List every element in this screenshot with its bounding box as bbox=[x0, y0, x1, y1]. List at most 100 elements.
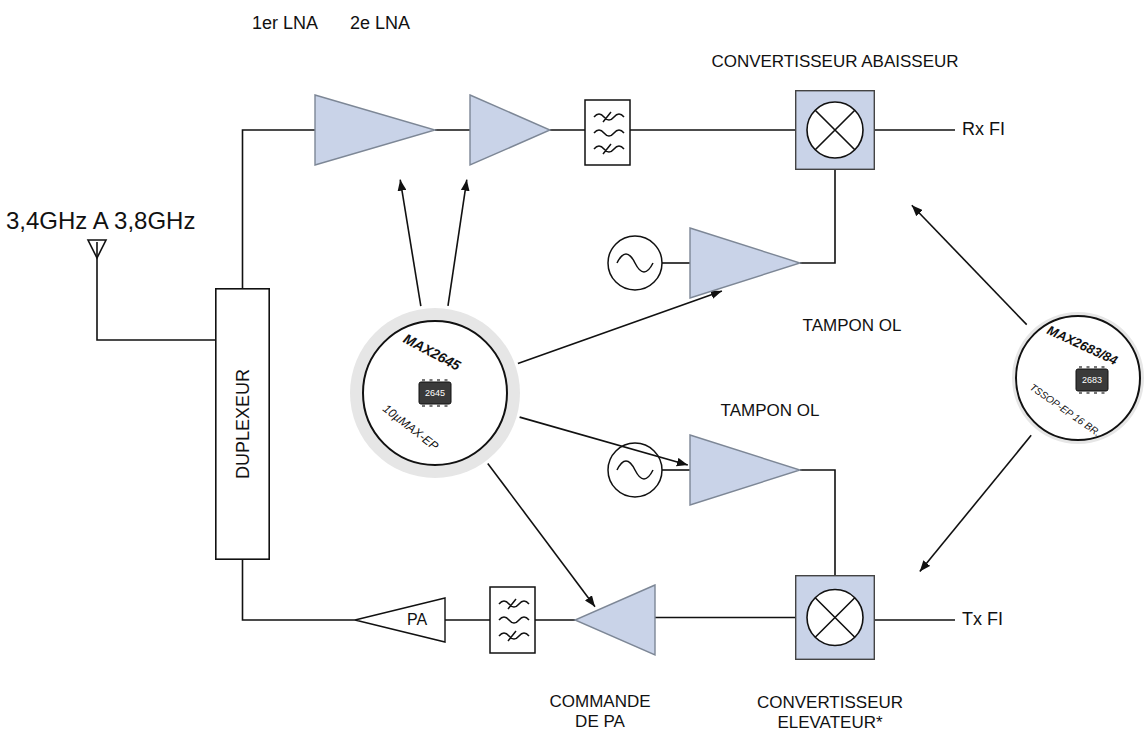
node-label: 2e LNA bbox=[350, 13, 410, 34]
control-arrow bbox=[488, 463, 595, 606]
ic-badge: MAX2645264510µMAX-EP bbox=[350, 308, 520, 478]
node-label: 1er LNA bbox=[252, 13, 318, 34]
chip-icon bbox=[419, 382, 451, 404]
control-arrow bbox=[400, 180, 421, 306]
node-label: COMMANDE DE PA bbox=[540, 692, 660, 731]
mixer-box-outline bbox=[795, 90, 875, 170]
filter-symbol bbox=[490, 587, 535, 653]
buffer-amplifier: TAMPON OL bbox=[690, 435, 800, 505]
node-label: CONVERTISSEUR ABAISSEUR bbox=[711, 52, 958, 72]
control-arrow bbox=[912, 205, 1027, 324]
node-label: TAMPON OL bbox=[721, 401, 820, 421]
mixer-box: CONVERTISSEUR ELEVATEUR* bbox=[795, 575, 875, 660]
chip-pin bbox=[1102, 366, 1105, 369]
chip-pin bbox=[430, 404, 433, 407]
pa-driver: COMMANDE DE PA bbox=[575, 585, 655, 655]
power-amplifier: PA bbox=[355, 598, 445, 642]
node-text: 2645 bbox=[425, 388, 445, 398]
oscillator-wire bbox=[662, 262, 690, 264]
antenna-wire bbox=[97, 242, 215, 340]
signal-wire bbox=[445, 619, 490, 621]
chip-pin bbox=[422, 379, 425, 382]
control-arrow bbox=[448, 180, 467, 306]
signal-wire bbox=[800, 170, 835, 263]
node-label: CONVERTISSEUR ELEVATEUR* bbox=[730, 693, 930, 732]
mixer-box-outline bbox=[795, 575, 875, 660]
box-outline bbox=[796, 91, 875, 170]
buffer-amplifier: TAMPON OL bbox=[690, 228, 800, 298]
mixer-symbol bbox=[807, 590, 863, 646]
signal-wire bbox=[630, 129, 795, 131]
triangle-outline bbox=[690, 435, 800, 505]
node-label: TAMPON OL bbox=[803, 316, 902, 336]
signal-name: Rx FI bbox=[962, 119, 1005, 140]
triangle-outline bbox=[575, 585, 655, 655]
signal-wire bbox=[243, 130, 316, 288]
chip-pin bbox=[422, 404, 425, 407]
control-arrow bbox=[520, 417, 688, 465]
chip-pin bbox=[430, 379, 433, 382]
signal-wire bbox=[655, 617, 795, 619]
signal-wire bbox=[435, 129, 470, 131]
filter-waves bbox=[594, 112, 624, 154]
mixer-symbol bbox=[807, 102, 863, 158]
triangle-outline bbox=[315, 95, 435, 165]
chip-icon bbox=[1076, 369, 1108, 391]
power-amplifier-outline bbox=[355, 598, 445, 642]
node-label: PA bbox=[407, 611, 427, 629]
triangle-outline bbox=[690, 228, 800, 298]
box-outline bbox=[796, 576, 875, 660]
control-arrow bbox=[518, 291, 722, 364]
oscillator-symbol bbox=[608, 443, 662, 497]
badge-outline bbox=[363, 321, 507, 465]
signal-wire bbox=[550, 129, 585, 131]
pa-driver-outline bbox=[575, 585, 655, 655]
frequency-label: 3,4GHz A 3,8GHz bbox=[6, 207, 195, 235]
lna-amplifier-outline bbox=[470, 95, 550, 165]
mixer-cross bbox=[815, 110, 855, 150]
lna-amplifier: 2e LNA bbox=[470, 95, 550, 165]
mixer-cross bbox=[815, 598, 855, 638]
triangle-outline bbox=[470, 95, 550, 165]
signal-wire bbox=[243, 560, 356, 620]
signal-name: Tx FI bbox=[962, 609, 1003, 630]
node-label: DUPLEXEUR bbox=[232, 369, 253, 479]
chip-pin bbox=[1094, 366, 1097, 369]
triangle-outline bbox=[355, 598, 445, 642]
tx-if-wire bbox=[875, 619, 955, 621]
duplexer-box: DUPLEXEUR bbox=[215, 288, 270, 560]
chip-pin bbox=[1079, 391, 1082, 394]
buffer-amplifier-outline bbox=[690, 228, 800, 298]
mixer-box: CONVERTISSEUR ABAISSEUR bbox=[795, 90, 875, 170]
chip-pin bbox=[1087, 391, 1090, 394]
filter-symbol bbox=[585, 100, 630, 165]
node-text: 2683 bbox=[1082, 375, 1102, 385]
box-outline bbox=[216, 289, 269, 559]
chip-pin bbox=[1087, 366, 1090, 369]
signal-wire bbox=[535, 619, 575, 621]
oscillator-wire bbox=[662, 469, 690, 471]
signal-wire bbox=[800, 470, 835, 575]
filter-waves bbox=[499, 599, 529, 641]
ic-badge: MAX2683/842683TSSOP-EP 16 BR. bbox=[1012, 312, 1144, 444]
oscillator-symbol bbox=[608, 236, 662, 290]
sine-wave bbox=[617, 254, 653, 272]
sine-wave bbox=[617, 461, 653, 479]
chip-pin bbox=[445, 404, 448, 407]
badge-ring bbox=[350, 308, 520, 478]
rx-if-wire bbox=[875, 129, 955, 131]
chip-pin bbox=[437, 404, 440, 407]
badge-outline bbox=[1016, 316, 1140, 440]
chip-pin bbox=[437, 379, 440, 382]
lna-amplifier: 1er LNA bbox=[315, 95, 435, 165]
badge-ring bbox=[1012, 312, 1144, 444]
chip-pin bbox=[1079, 366, 1082, 369]
buffer-amplifier-outline bbox=[690, 435, 800, 505]
lna-amplifier-outline bbox=[315, 95, 435, 165]
chip-pin bbox=[1102, 391, 1105, 394]
control-arrow bbox=[920, 435, 1031, 571]
chip-pin bbox=[445, 379, 448, 382]
